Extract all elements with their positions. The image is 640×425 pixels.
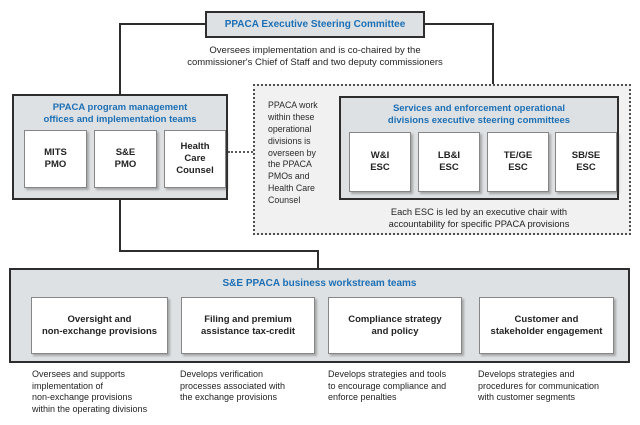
sbse-esc-box: SB/SE ESC: [555, 132, 617, 192]
workstream-description-filing: Develops verification processes associat…: [180, 369, 286, 403]
connector-bottom-left-vertical: [119, 199, 121, 252]
lbi-esc-box: LB&I ESC: [418, 132, 480, 192]
pmo-group-title: PPACA program management offices and imp…: [43, 102, 197, 125]
connector-dotted-pmo-to-region: [228, 151, 253, 153]
workstream-customer-box: Customer and stakeholder engagement: [479, 297, 614, 354]
top-committee-caption: Oversees implementation and is co-chaire…: [187, 45, 443, 69]
health-care-counsel-box: Health Care Counsel: [164, 130, 226, 188]
se-pmo-box: S&E PMO: [94, 130, 157, 188]
oversight-dotted-region: PPACA work within these operational divi…: [253, 84, 631, 235]
top-committee-title: PPACA Executive Steering Committee: [224, 19, 406, 30]
connector-top-right-vertical: [492, 23, 494, 95]
workstream-group-box: S&E PPACA business workstream teams Over…: [9, 268, 630, 363]
esc-group-caption: Each ESC is led by an executive chair wi…: [388, 207, 570, 230]
workstream-description-oversight: Oversees and supports implementation of …: [32, 369, 148, 415]
connector-top-left-horizontal: [119, 23, 207, 25]
mits-pmo-box: MITS PMO: [24, 130, 87, 188]
connector-top-right-horizontal: [423, 23, 494, 25]
esc-group-box: Services and enforcement operational div…: [339, 96, 619, 200]
workstream-filing-box: Filing and premium assistance tax-credit: [181, 297, 315, 354]
workstream-oversight-box: Oversight and non-exchange provisions: [31, 297, 168, 354]
tege-esc-box: TE/GE ESC: [487, 132, 549, 192]
wi-esc-box: W&I ESC: [349, 132, 411, 192]
esc-group-title: Services and enforcement operational div…: [387, 103, 571, 126]
workstream-compliance-box: Compliance strategy and policy: [328, 297, 462, 354]
connector-bottom-vertical: [317, 250, 319, 269]
connector-top-left-vertical: [119, 23, 121, 94]
workstream-description-compliance: Develops strategies and tools to encoura…: [328, 369, 447, 403]
workstream-group-title: S&E PPACA business workstream teams: [222, 278, 417, 289]
pmo-group-box: PPACA program management offices and imp…: [12, 94, 228, 200]
oversight-note: PPACA work within these operational divi…: [268, 100, 318, 205]
ppaca-executive-steering-committee-box: PPACA Executive Steering Committee: [205, 11, 425, 38]
workstream-description-customer: Develops strategies and procedures for c…: [478, 369, 600, 403]
connector-bottom-horizontal: [119, 250, 319, 252]
